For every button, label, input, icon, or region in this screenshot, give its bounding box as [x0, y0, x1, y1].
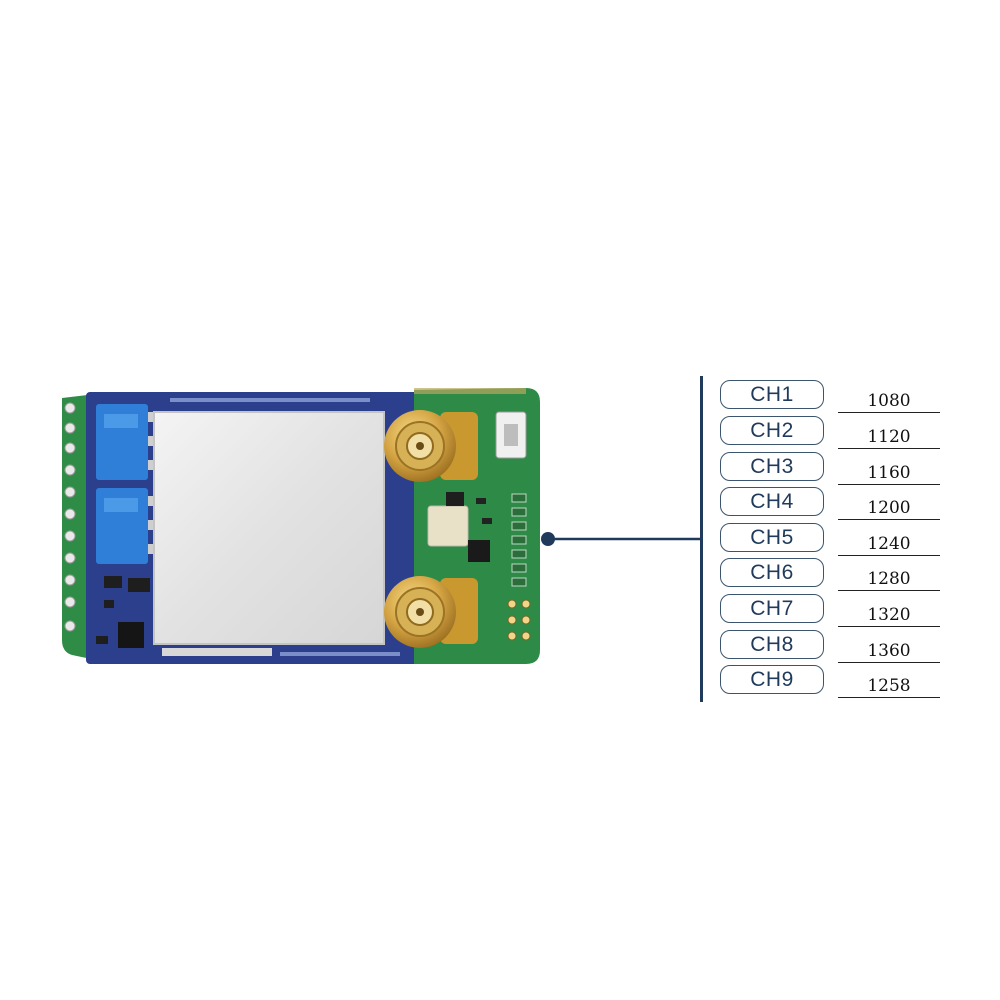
channel-label: CH1 [720, 380, 824, 409]
channel-row-6: CH6 1280 [720, 558, 950, 591]
sma-connector-top [384, 410, 478, 482]
potentiometer-top [96, 404, 156, 480]
header-pin-column [64, 402, 76, 632]
sma-connector-bottom [384, 576, 478, 648]
channel-label: CH8 [720, 630, 824, 659]
channel-frequency: 1280 [838, 567, 940, 591]
channel-frequency: 1160 [838, 461, 940, 485]
channel-label: CH5 [720, 523, 824, 552]
channel-frequency: 1360 [838, 639, 940, 663]
channel-label: CH4 [720, 487, 824, 516]
channel-label: CH6 [720, 558, 824, 587]
channel-label: CH2 [720, 416, 824, 445]
channel-row-3: CH3 1160 [720, 452, 950, 485]
channel-frequency-table: CH1 1080 CH2 1120 CH3 1160 CH4 1200 CH5 … [700, 376, 950, 702]
channel-row-7: CH7 1320 [720, 594, 950, 627]
channel-row-8: CH8 1360 [720, 630, 950, 663]
rf-shield-can [153, 411, 385, 645]
channel-frequency: 1120 [838, 425, 940, 449]
channel-frequency: 1320 [838, 603, 940, 627]
channel-row-2: CH2 1120 [720, 416, 950, 449]
channel-label: CH7 [720, 594, 824, 623]
channel-row-1: CH1 1080 [720, 380, 950, 413]
channel-row-9: CH9 1258 [720, 665, 950, 698]
channel-label: CH9 [720, 665, 824, 694]
channel-frequency: 1240 [838, 532, 940, 556]
channel-frequency: 1080 [838, 389, 940, 413]
callout-dot [541, 532, 555, 546]
led-column [511, 493, 527, 587]
channel-label: CH3 [720, 452, 824, 481]
channel-row-4: CH4 1200 [720, 487, 950, 520]
via-holes [507, 599, 531, 641]
right-board-components [427, 411, 527, 562]
table-vertical-line [700, 376, 703, 702]
small-components [96, 576, 150, 648]
potentiometer-bottom [96, 488, 156, 564]
channel-frequency: 1258 [838, 674, 940, 698]
channel-row-5: CH5 1240 [720, 523, 950, 556]
channel-frequency: 1200 [838, 496, 940, 520]
